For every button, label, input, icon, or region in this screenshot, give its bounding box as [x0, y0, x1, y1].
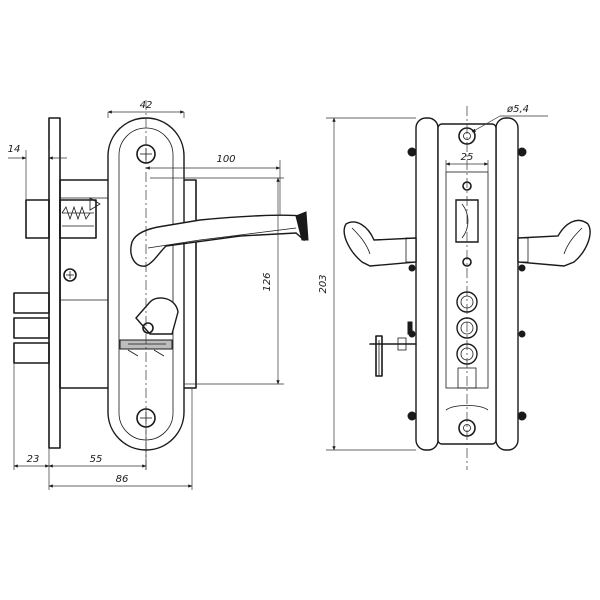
- bolt-head: [408, 264, 416, 272]
- case-screw: [63, 268, 77, 282]
- dead-bolts: [13, 292, 50, 364]
- bolt-head: [407, 147, 417, 157]
- dim-55: 55: [90, 454, 103, 465]
- dim-100: 100: [216, 154, 235, 165]
- bolt-head: [517, 147, 527, 157]
- latch-bolt: [25, 199, 50, 239]
- dim-14: 14: [8, 144, 21, 155]
- side-plate-right: [495, 117, 519, 451]
- bolt-head: [518, 264, 526, 272]
- thumb-turn: [135, 297, 179, 335]
- dim-203: 203: [318, 274, 329, 293]
- dim-23: 23: [27, 454, 40, 465]
- side-view: 203 25 ø5,4: [318, 104, 591, 470]
- dim-126: 126: [262, 272, 273, 291]
- side-plate-left: [415, 117, 439, 451]
- bolt-head: [517, 411, 527, 421]
- dim-25: 25: [461, 152, 474, 163]
- lever-profile-right: [517, 219, 591, 267]
- dim-42: 42: [140, 100, 153, 111]
- thumb-turn-profile: [369, 321, 417, 377]
- face-plate: [48, 117, 61, 449]
- dim-phi: ø5,4: [506, 104, 529, 115]
- lever-profile-left: [343, 221, 417, 267]
- bolt-head: [518, 330, 526, 338]
- bolt-head: [407, 411, 417, 421]
- dim-86: 86: [116, 474, 129, 485]
- front-view: 42 14 100 126 23 55 86: [8, 100, 309, 490]
